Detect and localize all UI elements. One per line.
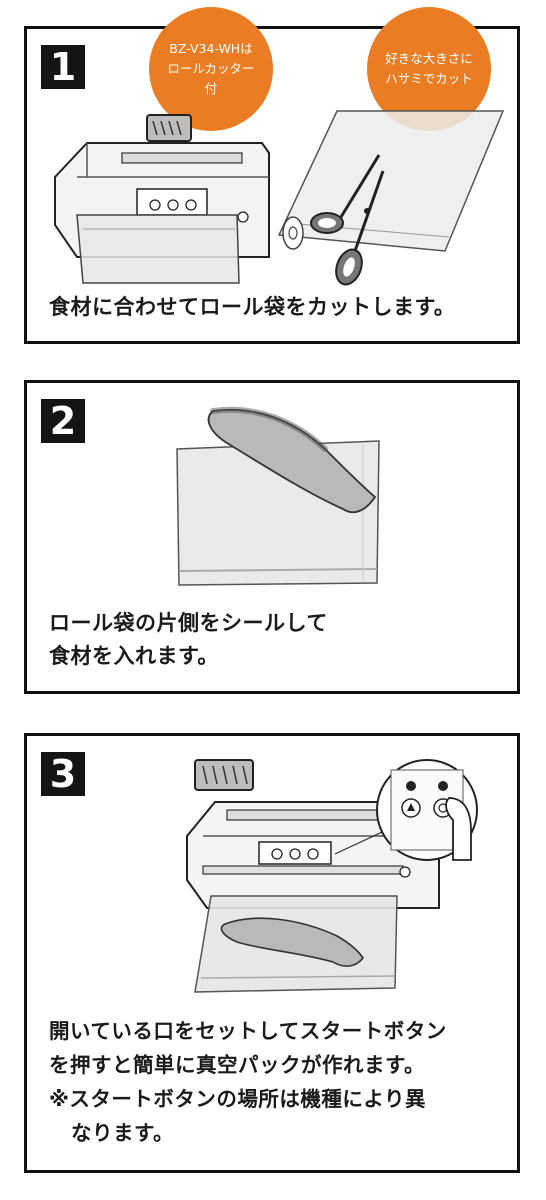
step-2-caption-line-1: ロール袋の片側をシールして [49,611,328,635]
sealing-machine-illustration [186,759,478,993]
step-3-caption: 開いている口をセットしてスタートボタン を押すと簡単に真空パックが作れます。 ※… [49,1014,447,1150]
vacuum-sealer-with-bag-illustration [54,114,270,284]
step-3-caption-line-4: なります。 [71,1121,174,1145]
step-2-caption-line-2: 食材を入れます。 [49,644,219,668]
step-2-caption: ロール袋の片側をシールして 食材を入れます。 [49,607,328,673]
bubble-right-line-1: 好きな大きさに [385,51,473,66]
roll-bag-and-scissors-illustration [277,110,505,286]
bubble-right-line-2: ハサミでカット [385,71,473,86]
bubble-left-line-1: BZ-V34-WHは [169,41,253,56]
step-3-number: 3 [41,752,85,796]
step-1-number: 1 [41,45,85,89]
roll-cutter-bubble: BZ-V34-WHは ロールカッター 付 [149,7,273,131]
step-2-panel: 2 ロール袋の片側をシールして 食材を入れます。 [24,380,520,694]
step-1-panel: 1 BZ-V34-WHは ロールカッター 付 好きな大きさに ハサミでカット [24,7,520,344]
step-3-caption-line-2: を押すと簡単に真空パックが作れます。 [49,1053,425,1077]
step-3-panel: 3 開いている口をセットしてスタートボタ [24,733,520,1173]
step-1-caption-line-1: 食材に合わせてロール袋をカットします。 [49,295,456,319]
step-3-caption-line-3: ※スタートボタンの場所は機種により異 [49,1087,427,1111]
bubble-left-line-2: ロールカッター [167,61,255,76]
step-1-caption: 食材に合わせてロール袋をカットします。 [49,291,455,324]
bubble-left-line-3: 付 [204,81,218,96]
bag-with-food-illustration [176,406,380,586]
step-3-caption-line-1: 開いている口をセットしてスタートボタン [49,1019,447,1043]
step-2-number: 2 [41,399,85,443]
